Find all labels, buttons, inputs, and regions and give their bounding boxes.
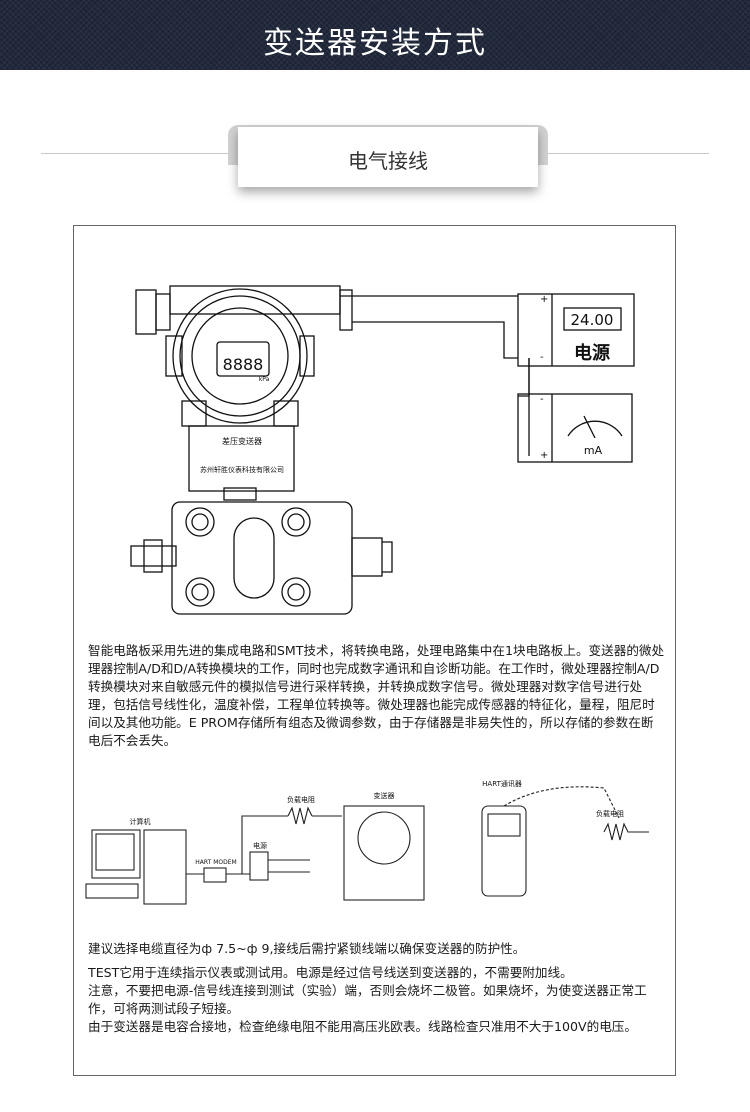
transmitter-housing [172,288,308,424]
transmitter-label: 变送器 [374,791,395,800]
computer-keyboard [85,883,139,899]
communicator-lead [503,786,620,819]
transmitter-right-nut [339,289,353,331]
sensor-body [171,501,353,615]
ammeter-unit: mA [584,444,603,457]
power-display [563,307,622,331]
power-terminal-box [249,851,269,881]
lcd-unit: kPa [259,376,270,383]
left-vent-valve [130,545,177,567]
load-resistor-label: 负载电阻 [287,795,315,804]
power-display-value: 24.00 [571,311,614,329]
header-banner: 变送器安装方式 [0,0,750,70]
flange-bolts [185,507,311,607]
hart-modem [203,867,227,883]
page-title: 变送器安装方式 [263,26,487,61]
notes-block: TEST它用于连续指示仪表或测试用。电源是经过信号线送到变送器的，不需要附加线。… [88,964,666,1036]
intro-paragraph: 智能电路板采用先进的集成电路和SMT技术，将转换电路，处理电路集中在1块电路板上… [88,643,665,748]
computer-label: 计算机 [130,817,151,826]
manufacturer-name: 苏州轩胜仪表科技有限公司 [200,465,284,474]
content-frame: 24.00 电源 mA 8888 kPa 差压变送器 苏州轩胜仪表科技有限公司 … [73,225,676,1076]
load-resistor-label-2: 负载电阻 [596,809,624,818]
hart-diagram: 计算机 HART MODEM 负载电阻 电源 变送器 HART通讯器 负载电阻 [85,779,649,905]
power-plus-terminal: + [540,294,548,305]
transmitter-neck [188,425,295,492]
transmitter-name: 差压变送器 [222,436,262,446]
note-line: 由于变送器是电容合接地，检查绝缘电阻不能用高压兆欧表。线路检查只准用不大于100… [88,1019,637,1034]
ammeter-plus-terminal: + [540,450,548,461]
load-resistor-2 [603,822,649,841]
communicator-label: HART通讯器 [482,779,522,788]
modem-label: HART MODEM [195,859,236,866]
power-label-small: 电源 [253,841,267,850]
divider-left [41,153,241,154]
ammeter-scale [567,420,623,437]
section-title: 电气接线 [348,149,428,173]
wire-loop [518,358,530,397]
hart-communicator [481,805,527,897]
ammeter-box [517,393,633,463]
power-label: 电源 [574,342,610,364]
transmitter-left-nut [135,289,157,335]
note-line: TEST它用于连续指示仪表或测试用。电源是经过信号线送到变送器的，不需要附加线。 [88,965,573,980]
divider-right [535,153,709,154]
load-resistor [287,806,313,825]
power-minus-terminal: - [540,352,544,363]
right-process-fitting [351,537,383,577]
note-line: 注意，不要把电源-信号线连接到测试（实验）端，否则会烧坏二极管。如果烧坏，为使变… [88,983,647,1016]
section-tab: 电气接线 [238,127,538,187]
wiring-diagram: 24.00 电源 mA 8888 kPa 差压变送器 苏州轩胜仪表科技有限公司 … [130,285,635,615]
computer-monitor [91,829,141,879]
hart-transmitter [343,805,425,901]
cable-paragraph: 建议选择电缆直径为ф 7.5~ф 9,接线后需拧紧锁线端以确保变送器的防护性。 [88,941,526,956]
wire-minus [352,321,518,359]
lcd-display [216,341,270,377]
power-supply-box [517,293,635,367]
lcd-digits: 8888 [223,355,264,374]
ammeter-minus-terminal: - [540,394,544,405]
computer-tower [143,829,187,905]
